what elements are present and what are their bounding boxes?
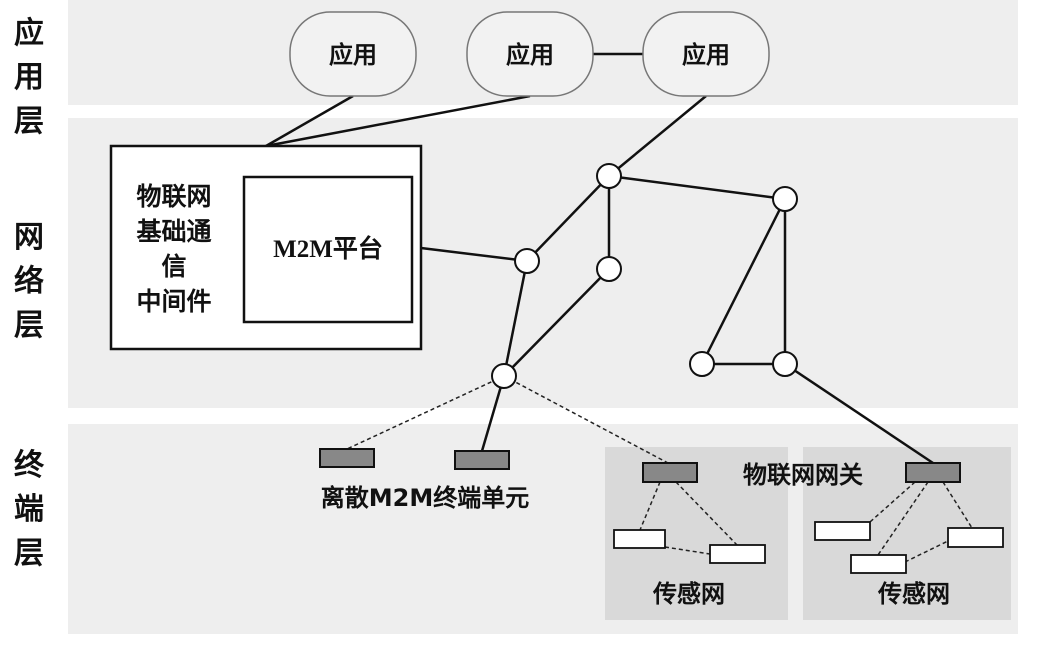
gateway-label: 物联网网关 bbox=[743, 461, 863, 489]
network-node-6 bbox=[689, 351, 715, 377]
middleware-line-1: 物联网 bbox=[136, 182, 211, 211]
sensor-node-3 bbox=[814, 521, 871, 541]
sensor-node-2 bbox=[709, 544, 766, 564]
m2m-platform-box bbox=[242, 175, 414, 324]
middleware-line-2: 基础通 bbox=[136, 217, 211, 246]
dashed-node5-terminal1 bbox=[346, 375, 505, 450]
network-node-3 bbox=[514, 248, 540, 274]
network-node-7 bbox=[772, 351, 798, 377]
link-app3-node1 bbox=[608, 95, 707, 177]
application-node-2 bbox=[466, 11, 594, 97]
sensor-net-label-2: 传感网 bbox=[877, 580, 950, 608]
middleware-line-3: 信 bbox=[161, 252, 186, 281]
link-node3-node5 bbox=[502, 260, 529, 377]
link-middleware-node3 bbox=[420, 246, 528, 263]
application-node-1 bbox=[289, 11, 417, 97]
sensor-node-4 bbox=[850, 554, 907, 574]
sensor-node-5 bbox=[947, 527, 1004, 548]
dashed-gw1-sensor2 bbox=[675, 481, 738, 546]
network-node-2 bbox=[772, 186, 798, 212]
application-label-3: 应用 bbox=[682, 41, 730, 69]
application-node-3 bbox=[642, 11, 770, 97]
discrete-terminal-unit-2 bbox=[454, 450, 510, 470]
link-node7-gateway2 bbox=[784, 362, 934, 465]
network-node-1 bbox=[596, 163, 622, 189]
dashed-gw2-sensor4 bbox=[877, 481, 929, 556]
gateway-2 bbox=[905, 462, 961, 483]
dashed-sensor4-sensor5 bbox=[904, 540, 949, 563]
application-label-1: 应用 bbox=[329, 41, 377, 69]
dashed-node5-gateway1 bbox=[503, 375, 669, 464]
sensor-node-1 bbox=[613, 529, 666, 549]
dashed-gw1-sensor1 bbox=[639, 481, 661, 531]
application-layer-label: 应 用 层 bbox=[14, 16, 44, 139]
discrete-terminal-label: 离散M2M终端单元 bbox=[321, 484, 529, 512]
link-node2-node6 bbox=[700, 198, 787, 365]
dashed-sensor1-sensor2 bbox=[664, 546, 711, 555]
discrete-terminal-unit-1 bbox=[319, 448, 375, 468]
m2m-platform-label: M2M平台 bbox=[273, 234, 383, 263]
link-middleware-app2 bbox=[265, 94, 531, 148]
dashed-gw2-sensor5 bbox=[942, 481, 973, 529]
terminal-layer-label: 终 端 层 bbox=[14, 448, 44, 571]
link-middleware-app1 bbox=[265, 94, 354, 148]
link-node5-terminal2 bbox=[480, 375, 506, 452]
network-node-5 bbox=[491, 363, 517, 389]
application-label-2: 应用 bbox=[506, 41, 554, 69]
link-node4-node5 bbox=[503, 268, 610, 377]
dashed-gw2-sensor3 bbox=[869, 481, 916, 523]
sensor-net-label-1: 传感网 bbox=[652, 580, 725, 608]
link-node1-node3 bbox=[526, 175, 610, 262]
link-node1-node2 bbox=[608, 174, 786, 201]
network-node-4 bbox=[596, 256, 622, 282]
middleware-line-4: 中间件 bbox=[136, 287, 211, 316]
gateway-1 bbox=[642, 462, 698, 483]
network-layer-label: 网 络 层 bbox=[14, 220, 44, 343]
